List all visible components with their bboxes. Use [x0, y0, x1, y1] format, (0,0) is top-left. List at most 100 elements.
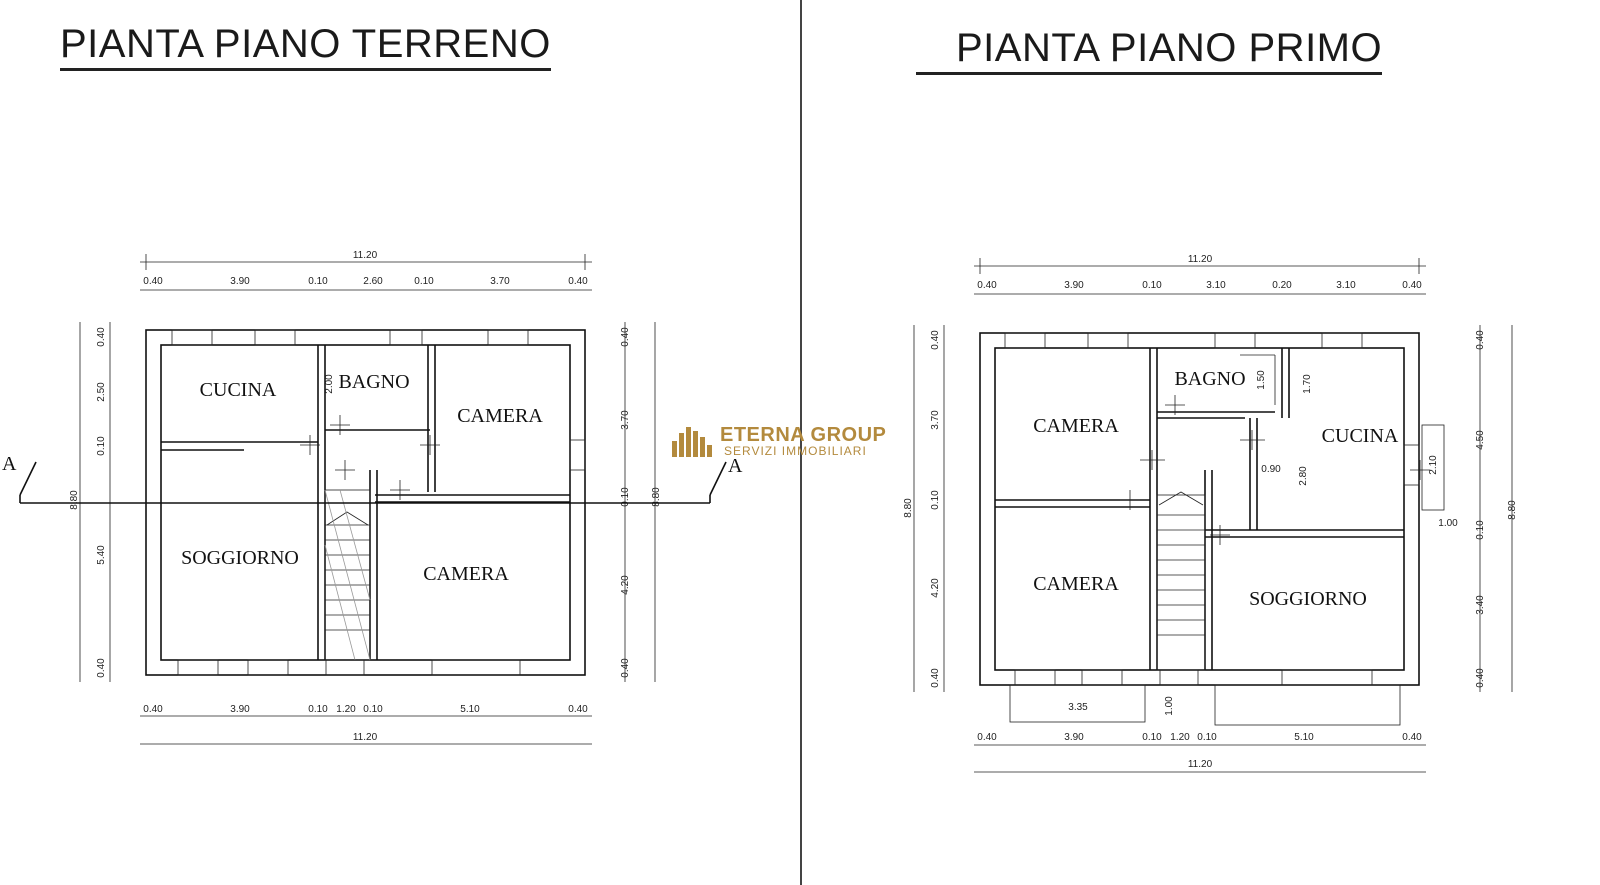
dim: 0.10	[308, 276, 328, 287]
room-label-bagno: BAGNO	[338, 371, 409, 393]
dim-total: 8.80	[1507, 500, 1518, 520]
dim: 5.10	[1294, 732, 1314, 743]
dim-total: 11.20	[1188, 759, 1213, 770]
room-label-camera: CAMERA	[457, 405, 543, 427]
section-mark: A	[728, 455, 743, 477]
first-floor-plan: CAMERA BAGNO CUCINA CAMERA SOGGIORNO 1.5…	[903, 254, 1518, 773]
dim: 3.90	[1064, 280, 1084, 291]
dim: 0.40	[1475, 668, 1486, 688]
dim: 3.10	[1206, 280, 1226, 291]
first-top-dimensions: 11.20 0.40 3.90 0.10 3.10 0.20 3.10 0.40	[974, 254, 1426, 295]
room-label-soggiorno: SOGGIORNO	[181, 547, 299, 569]
room-label-camera: CAMERA	[423, 563, 509, 585]
dim-total: 11.20	[1188, 254, 1213, 265]
inner-dim: 2.00	[324, 374, 335, 394]
dim: 0.10	[96, 436, 107, 456]
first-inner-wall	[994, 347, 1405, 671]
dim: 0.40	[1475, 330, 1486, 350]
dim: 4.20	[930, 578, 941, 598]
dim: 0.40	[143, 704, 163, 715]
ground-staircase	[324, 489, 371, 661]
dim: 0.40	[977, 280, 997, 291]
dim: 0.40	[568, 276, 588, 287]
logo-subtitle: SERVIZI IMMOBILIARI	[724, 444, 867, 458]
inner-dim: 1.00	[1164, 696, 1175, 716]
dim: 1.20	[336, 704, 356, 715]
room-label-camera: CAMERA	[1033, 415, 1119, 437]
dim: 0.40	[96, 658, 107, 678]
dim: 5.40	[96, 545, 107, 565]
first-bottom-dimensions: 0.40 3.90 0.10 1.20 0.10 5.10 0.40 11.20	[974, 732, 1426, 773]
dim: 5.10	[460, 704, 480, 715]
dim: 3.90	[230, 276, 250, 287]
dim-total: 11.20	[353, 250, 378, 261]
room-label-soggiorno: SOGGIORNO	[1249, 588, 1367, 610]
ground-left-dimensions: 8.80 0.40 2.50 0.10 5.40 0.40	[69, 322, 111, 682]
inner-dim: 2.10	[1428, 455, 1439, 475]
ground-top-dimensions: 11.20 0.40 3.90 0.10 2.60 0.10 3.70 0.40	[140, 250, 592, 291]
dim: 0.40	[620, 658, 631, 678]
dim: 0.40	[620, 327, 631, 347]
inner-dim: 0.90	[1261, 464, 1281, 475]
dim: 0.40	[1402, 280, 1422, 291]
dim: 0.20	[1272, 280, 1292, 291]
dim: 3.70	[930, 410, 941, 430]
dim: 1.20	[1170, 732, 1190, 743]
dim: 0.10	[1142, 732, 1162, 743]
dim: 0.40	[96, 327, 107, 347]
room-label-cucina: CUCINA	[200, 379, 277, 401]
dim: 2.60	[363, 276, 383, 287]
inner-dim: 1.70	[1302, 374, 1313, 394]
dim: 0.10	[414, 276, 434, 287]
room-label-bagno: BAGNO	[1174, 368, 1245, 390]
dim-total: 8.80	[903, 498, 914, 518]
dim: 4.50	[1475, 430, 1486, 450]
dim: 3.90	[1064, 732, 1084, 743]
inner-dim: 1.00	[1438, 518, 1458, 529]
dim: 3.10	[1336, 280, 1356, 291]
inner-dim: 2.80	[1298, 466, 1309, 486]
dim: 0.10	[308, 704, 328, 715]
dim: 2.50	[96, 382, 107, 402]
dim: 4.20	[620, 575, 631, 595]
dim: 0.10	[363, 704, 383, 715]
dim: 0.10	[1197, 732, 1217, 743]
dim: 3.40	[1475, 595, 1486, 615]
dim: 0.10	[1142, 280, 1162, 291]
inner-dim: 1.50	[1256, 370, 1267, 390]
building-icon	[672, 426, 714, 457]
dim: 0.10	[930, 490, 941, 510]
dim: 3.90	[230, 704, 250, 715]
dim: 0.40	[930, 330, 941, 350]
dim: 0.40	[568, 704, 588, 715]
room-label-cucina: CUCINA	[1322, 425, 1399, 447]
dim: 3.70	[620, 410, 631, 430]
first-floor-title: PIANTA PIANO PRIMO	[916, 26, 1383, 75]
dim: 0.40	[977, 732, 997, 743]
logo-brand: ETERNA GROUP	[720, 424, 887, 446]
first-staircase	[1156, 491, 1206, 671]
dim-total: 8.80	[69, 490, 80, 510]
first-right-dimensions: 0.40 4.50 0.10 3.40 0.40 8.80	[1475, 325, 1518, 692]
dim: 0.10	[620, 487, 631, 507]
ground-floor-plan: CUCINA BAGNO CAMERA SOGGIORNO CAMERA 2.0…	[2, 250, 743, 745]
dim: 0.40	[143, 276, 163, 287]
ground-floor-title: PIANTA PIANO TERRENO	[60, 22, 551, 71]
dim: 0.40	[930, 668, 941, 688]
first-left-dimensions: 8.80 0.40 3.70 0.10 4.20 0.40	[903, 325, 945, 692]
dim: 0.40	[1402, 732, 1422, 743]
section-mark: A	[2, 453, 17, 475]
sheet-divider	[800, 0, 802, 885]
room-label-camera: CAMERA	[1033, 573, 1119, 595]
inner-dim: 3.35	[1068, 702, 1088, 713]
ground-right-dimensions: 0.40 3.70 0.10 4.20 0.40 8.80	[620, 322, 662, 682]
ground-bottom-dimensions: 0.40 3.90 0.10 1.20 0.10 5.10 0.40 11.20	[140, 704, 592, 745]
company-logo: ETERNA GROUP SERVIZI IMMOBILIARI	[672, 425, 886, 458]
first-outer-wall	[979, 332, 1420, 686]
dim: 0.10	[1475, 520, 1486, 540]
dim-total: 8.80	[651, 487, 662, 507]
dim-total: 11.20	[353, 732, 378, 743]
ground-windows	[171, 329, 586, 676]
first-windows	[1004, 332, 1445, 726]
